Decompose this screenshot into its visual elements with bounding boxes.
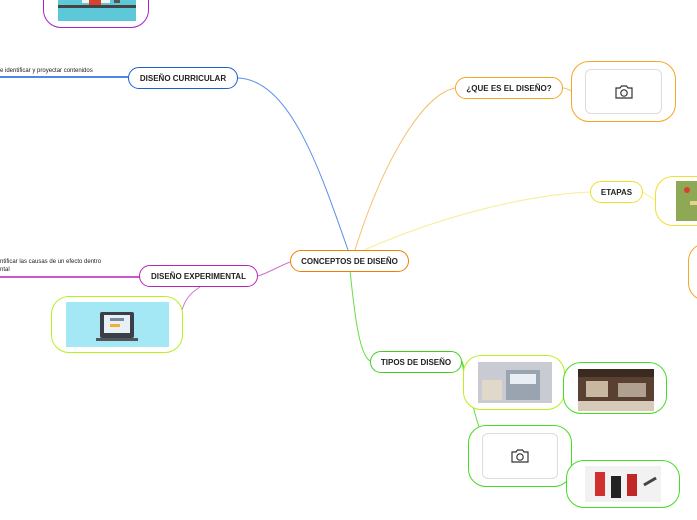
node-que-es-el-diseno[interactable]: ¿QUE ES EL DISEÑO? <box>455 77 563 99</box>
image-card-que-es[interactable] <box>571 61 676 122</box>
image-card-tipos-camera[interactable] <box>468 425 572 487</box>
illustration-devices <box>66 302 169 347</box>
image-card-etapas[interactable] <box>655 176 697 226</box>
curricular-note: e identificar y proyectar contenidos <box>0 68 93 74</box>
node-diseno-experimental[interactable]: DISEÑO EXPERIMENTAL <box>139 265 258 287</box>
camera-icon <box>614 84 633 99</box>
image-card-experimental[interactable] <box>51 296 183 353</box>
central-node-conceptos-de-diseno[interactable]: CONCEPTOS DE DISEÑO <box>290 250 409 272</box>
image-card-top[interactable] <box>43 0 149 28</box>
experimental-note-line1: ntificar las causas de un efecto dentro <box>0 259 102 265</box>
illustration-person-desk <box>58 0 136 21</box>
image-placeholder <box>482 433 558 479</box>
node-diseno-curricular[interactable]: DISEÑO CURRICULAR <box>128 67 238 89</box>
illustration-map <box>676 181 697 221</box>
experimental-note: ntificar las causas de un efecto dentro … <box>0 258 101 274</box>
experimental-note-line2: ntal <box>0 267 10 273</box>
illustration-interior <box>578 369 654 411</box>
image-placeholder <box>585 69 662 114</box>
illustration-fashion-sketch <box>585 466 661 502</box>
image-card-architecture[interactable] <box>463 355 565 410</box>
node-etapas[interactable]: ETAPAS <box>590 181 643 203</box>
node-tipos-de-diseno[interactable]: TIPOS DE DISEÑO <box>370 351 462 373</box>
image-card-fashion[interactable] <box>566 460 680 508</box>
illustration-architecture <box>478 362 552 403</box>
image-card-interior[interactable] <box>563 362 667 414</box>
camera-icon <box>511 449 529 463</box>
